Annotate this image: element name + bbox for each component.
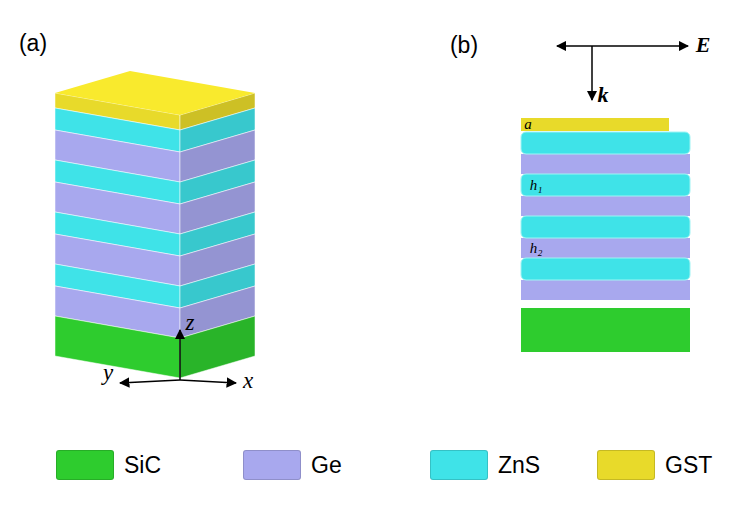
panel-label: (a) bbox=[19, 32, 47, 55]
legend-text: GST bbox=[665, 452, 712, 479]
zns-layer bbox=[521, 258, 690, 280]
ge-layer bbox=[521, 196, 690, 216]
gst-layer bbox=[521, 118, 669, 131]
ge-layer bbox=[521, 280, 690, 300]
y-axis bbox=[120, 380, 180, 383]
axis-label: y bbox=[103, 361, 113, 384]
legend-swatch bbox=[56, 450, 114, 480]
zns-layer bbox=[521, 216, 690, 238]
field-arrow bbox=[557, 45, 688, 47]
stack-3d bbox=[55, 71, 255, 378]
legend-text: SiC bbox=[124, 452, 161, 479]
field-label: E bbox=[696, 34, 711, 56]
zns-layer bbox=[521, 174, 690, 196]
sic-layer bbox=[521, 308, 690, 352]
wavevector-arrow bbox=[591, 46, 593, 100]
axis-label: x bbox=[243, 369, 253, 392]
top-face bbox=[55, 71, 255, 115]
axis-label: z bbox=[186, 311, 195, 334]
thickness-label: h₂ bbox=[530, 241, 543, 256]
layer-face bbox=[55, 316, 180, 378]
legend-text: Ge bbox=[311, 452, 342, 479]
zns-layer bbox=[521, 132, 690, 154]
panel-label: (b) bbox=[450, 34, 478, 57]
legend-entry: ZnS bbox=[430, 450, 540, 480]
legend-swatch bbox=[597, 450, 655, 480]
stack-section bbox=[521, 118, 690, 352]
thickness-label: a bbox=[524, 117, 532, 132]
legend-text: ZnS bbox=[498, 452, 540, 479]
arrows bbox=[120, 46, 688, 383]
legend-entry: GST bbox=[597, 450, 712, 480]
ge-layer bbox=[521, 238, 690, 258]
ge-layer bbox=[521, 154, 690, 174]
thickness-label: h₁ bbox=[530, 178, 543, 193]
legend-entry: SiC bbox=[56, 450, 161, 480]
legend-entry: Ge bbox=[243, 450, 342, 480]
legend-swatch bbox=[430, 450, 488, 480]
z-axis bbox=[179, 330, 181, 380]
x-axis bbox=[180, 380, 236, 383]
field-label: k bbox=[598, 84, 609, 106]
legend-swatch bbox=[243, 450, 301, 480]
